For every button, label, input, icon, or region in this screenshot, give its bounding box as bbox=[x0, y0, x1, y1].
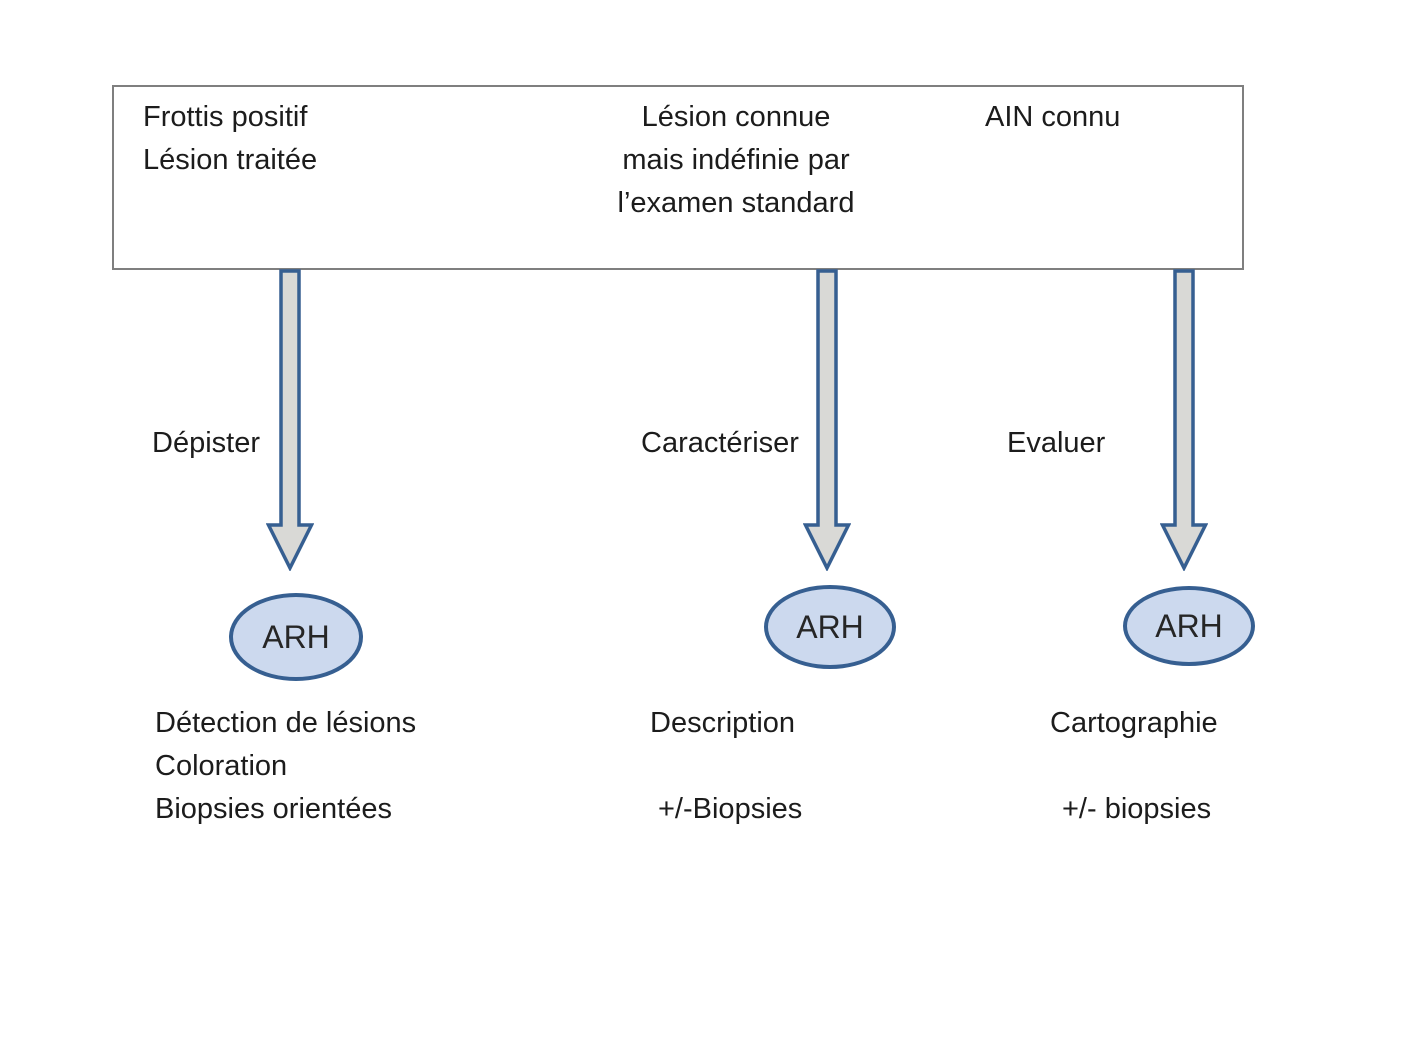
outcome-line: Biopsies orientées bbox=[155, 793, 392, 825]
outcome-line: +/-Biopsies bbox=[658, 793, 803, 825]
arh-node-label: ARH bbox=[262, 618, 330, 655]
indication-line: Lésion connue bbox=[641, 101, 831, 133]
indication-line: Lésion traitée bbox=[143, 144, 318, 176]
arh-node-label: ARH bbox=[796, 608, 864, 645]
down-arrow-icon bbox=[1160, 269, 1208, 571]
outcome-line: Cartographie bbox=[1050, 707, 1218, 739]
indication-line: AIN connu bbox=[985, 101, 1121, 133]
action-label-depister: Dépister bbox=[152, 427, 260, 459]
arh-node-label: ARH bbox=[1155, 607, 1223, 644]
outcome-line: +/- biopsies bbox=[1062, 793, 1212, 825]
outcome-line: Description bbox=[650, 707, 796, 739]
down-arrow-icon bbox=[266, 269, 314, 571]
indication-left: Frottis positif Lésion traitée bbox=[143, 96, 317, 182]
down-arrow-icon bbox=[803, 269, 851, 571]
arh-node: ARH bbox=[1123, 586, 1255, 666]
indication-line: l’examen standard bbox=[617, 187, 855, 219]
indication-right: AIN connu bbox=[985, 96, 1120, 139]
action-label-caracteriser: Caractériser bbox=[641, 427, 799, 459]
indication-line: mais indéfinie par bbox=[622, 144, 850, 176]
indication-center: Lésion connue mais indéfinie par l’exame… bbox=[585, 96, 887, 225]
action-label-evaluer: Evaluer bbox=[1007, 427, 1106, 459]
outcome-line: Coloration bbox=[155, 750, 288, 782]
outcome-line: Détection de lésions bbox=[155, 707, 417, 739]
arh-node: ARH bbox=[764, 585, 896, 669]
indication-line: Frottis positif bbox=[143, 101, 308, 133]
arh-node: ARH bbox=[229, 593, 363, 681]
indications-box bbox=[112, 85, 1244, 270]
